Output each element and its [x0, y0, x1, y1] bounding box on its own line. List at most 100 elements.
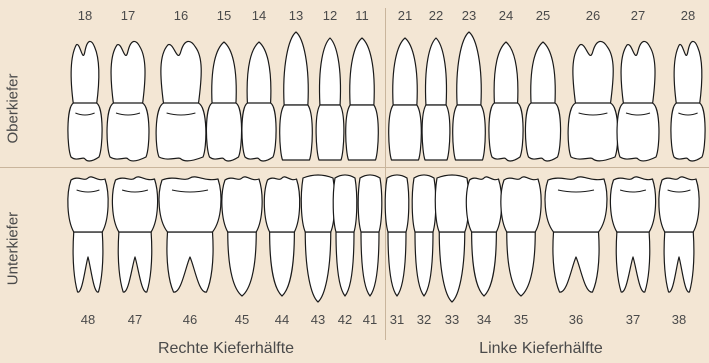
tooth-number-14: 14 — [252, 8, 266, 23]
tooth-number-11: 11 — [355, 8, 369, 23]
tooth-24-crown — [489, 103, 523, 161]
tooth-27-crown — [617, 103, 659, 161]
tooth-21-crown — [389, 105, 422, 160]
tooth-number-35: 35 — [514, 312, 528, 327]
tooth-14-root — [247, 42, 271, 105]
tooth-47-crown — [112, 177, 157, 232]
tooth-13-root — [284, 32, 308, 105]
tooth-number-44: 44 — [275, 312, 289, 327]
tooth-48-root — [73, 232, 103, 292]
tooth-number-42: 42 — [338, 312, 352, 327]
tooth-16 — [156, 41, 206, 161]
tooth-43-crown — [301, 175, 334, 232]
tooth-23-crown — [453, 105, 486, 160]
tooth-number-45: 45 — [235, 312, 249, 327]
tooth-15-root — [212, 42, 236, 105]
tooth-15-crown — [206, 103, 241, 161]
tooth-17 — [107, 41, 149, 161]
tooth-11 — [346, 38, 379, 160]
tooth-44-crown — [264, 177, 299, 232]
tooth-22 — [422, 38, 450, 160]
tooth-34-root — [472, 232, 497, 296]
tooth-number-17: 17 — [121, 8, 135, 23]
tooth-12-crown — [316, 105, 344, 160]
tooth-24 — [489, 42, 523, 161]
tooth-44-root — [270, 232, 295, 296]
tooth-32 — [412, 175, 436, 296]
tooth-18-root — [71, 41, 99, 105]
tooth-43-root — [305, 232, 331, 302]
tooth-number-21: 21 — [398, 8, 412, 23]
tooth-number-22: 22 — [429, 8, 443, 23]
tooth-21 — [389, 38, 422, 160]
tooth-18 — [68, 41, 102, 161]
tooth-number-24: 24 — [499, 8, 513, 23]
tooth-35 — [501, 177, 541, 296]
tooth-number-43: 43 — [311, 312, 325, 327]
tooth-42-crown — [333, 175, 357, 232]
tooth-37-root — [616, 232, 650, 292]
tooth-47-root — [118, 232, 152, 292]
tooth-14-crown — [242, 103, 276, 161]
tooth-46-crown — [159, 177, 221, 232]
tooth-28-crown — [671, 103, 705, 161]
tooth-number-28: 28 — [681, 8, 695, 23]
tooth-16-root — [161, 41, 201, 105]
tooth-number-48: 48 — [81, 312, 95, 327]
tooth-46-root — [167, 232, 213, 292]
tooth-18-crown — [68, 103, 102, 161]
tooth-number-23: 23 — [462, 8, 476, 23]
tooth-42 — [333, 175, 357, 296]
tooth-number-25: 25 — [536, 8, 550, 23]
tooth-17-crown — [107, 103, 149, 161]
tooth-number-47: 47 — [128, 312, 142, 327]
tooth-36-root — [553, 232, 599, 292]
tooth-48 — [68, 177, 108, 292]
tooth-25-crown — [525, 103, 560, 161]
tooth-35-crown — [501, 177, 541, 232]
tooth-number-33: 33 — [445, 312, 459, 327]
tooth-31-crown — [385, 175, 409, 232]
tooth-31-root — [388, 232, 406, 296]
tooth-22-crown — [422, 105, 450, 160]
tooth-12 — [316, 38, 344, 160]
tooth-27-root — [621, 41, 655, 105]
tooth-11-root — [350, 38, 374, 105]
tooth-37 — [610, 177, 655, 292]
tooth-36-crown — [545, 177, 607, 232]
tooth-25-root — [531, 42, 555, 105]
tooth-38-root — [664, 232, 694, 292]
tooth-44 — [264, 177, 299, 296]
tooth-27 — [617, 41, 659, 161]
tooth-37-crown — [610, 177, 655, 232]
tooth-35-root — [507, 232, 536, 296]
tooth-28-root — [674, 41, 702, 105]
tooth-47 — [112, 177, 157, 292]
tooth-13-crown — [280, 105, 313, 160]
tooth-number-41: 41 — [363, 312, 377, 327]
tooth-17-root — [111, 41, 145, 105]
tooth-41-crown — [358, 175, 382, 232]
tooth-number-36: 36 — [569, 312, 583, 327]
tooth-31 — [385, 175, 409, 296]
tooth-46 — [159, 177, 221, 292]
tooth-45-root — [228, 232, 257, 296]
tooth-38 — [659, 177, 699, 292]
tooth-48-crown — [68, 177, 108, 232]
tooth-22-root — [426, 38, 447, 105]
tooth-number-18: 18 — [78, 8, 92, 23]
tooth-15 — [206, 42, 241, 161]
tooth-number-26: 26 — [586, 8, 600, 23]
tooth-45-crown — [222, 177, 262, 232]
tooth-23 — [453, 32, 486, 160]
tooth-number-27: 27 — [631, 8, 645, 23]
tooth-14 — [242, 42, 276, 161]
tooth-28 — [671, 41, 705, 161]
tooth-number-46: 46 — [183, 312, 197, 327]
tooth-13 — [280, 32, 313, 160]
tooth-42-root — [336, 232, 354, 296]
tooth-23-root — [457, 32, 481, 105]
tooth-41-root — [361, 232, 379, 296]
